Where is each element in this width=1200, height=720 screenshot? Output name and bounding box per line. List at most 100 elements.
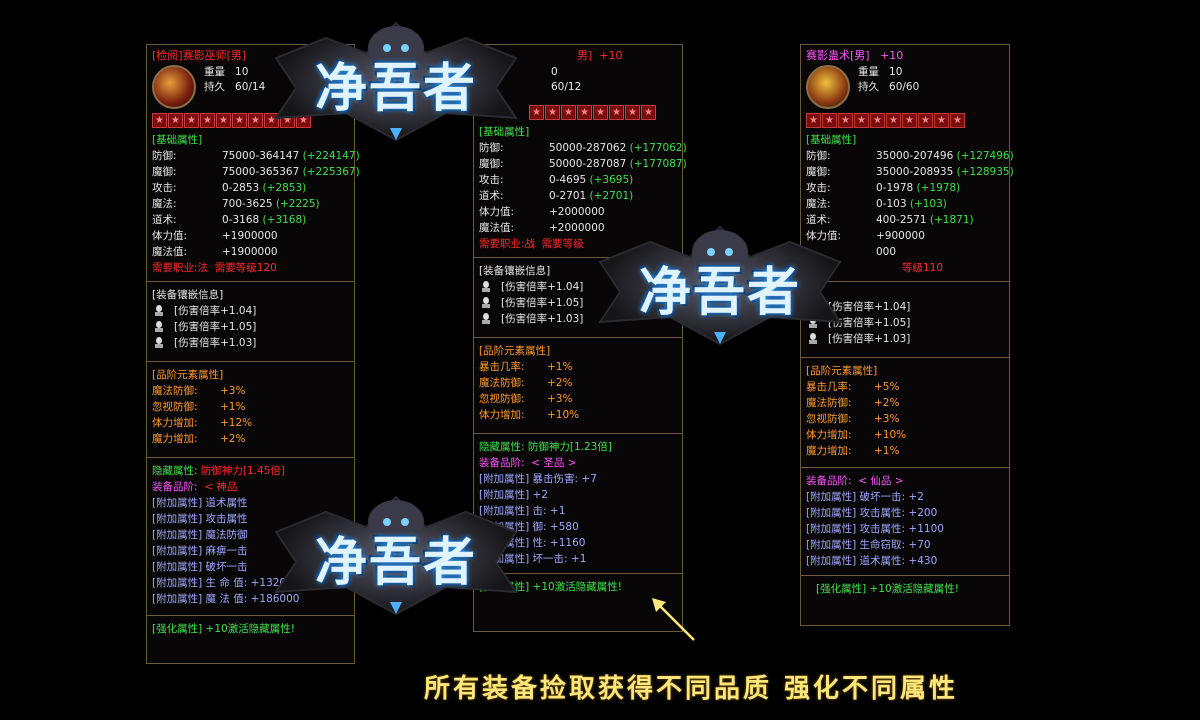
- extra-text: 魔法防御: [205, 529, 248, 541]
- attr-bonus: (+127496): [956, 150, 1014, 162]
- basic-attribute-row: 攻击:0-4695 (+3695): [479, 172, 677, 188]
- element-value: +10%: [874, 429, 907, 441]
- star-icon: ★: [216, 113, 231, 128]
- item-icon[interactable]: [806, 65, 850, 109]
- attr-label: 魔御:: [479, 158, 504, 170]
- star-icon: ★: [184, 113, 199, 128]
- logo-emblem: 净吾者: [266, 492, 526, 617]
- attr-label: 体力值:: [806, 230, 842, 242]
- logo-emblem-art: [598, 225, 842, 346]
- extra-attribute-row: [附加属性] 麻痹一击: [152, 543, 349, 559]
- star-icon: ★: [902, 113, 917, 128]
- weight-label: 重量: [204, 66, 225, 78]
- attr-label: 魔御:: [806, 166, 831, 178]
- element-value: +3%: [547, 393, 573, 405]
- basic-attribute-row: 道术:0-2701 (+2701): [479, 188, 677, 204]
- extra-text: 道术属性: [205, 497, 248, 509]
- element-header: [品阶元素属性]: [806, 365, 878, 377]
- attr-label: 体力值:: [152, 230, 188, 242]
- extra-label: [附加属性]: [806, 523, 857, 535]
- logo-emblem-art: [274, 21, 518, 142]
- inlay-header: [装备镶嵌信息]: [479, 265, 551, 277]
- logo-emblem: 净吾者: [590, 222, 850, 347]
- basic-attribute-row: 道术:0-3168 (+3168): [152, 212, 349, 228]
- extra-text: 破坏一击: +2: [859, 491, 924, 503]
- durability-label: 持久: [858, 81, 879, 93]
- weight-label: 重量: [858, 66, 879, 78]
- logo-emblem-art: [274, 495, 518, 616]
- star-icon: ★: [886, 113, 901, 128]
- attr-bonus: (+1871): [929, 214, 974, 226]
- extra-attribute-row: [附加属性] 攻击属性: [152, 511, 349, 527]
- element-attributes: 魔法防御:+3%忽视防御:+1%体力增加:+12%魔力增加:+2%: [152, 383, 349, 447]
- attr-bonus: (+103): [909, 198, 947, 210]
- gem-icon: [481, 281, 491, 293]
- element-label: 魔法防御:: [479, 377, 525, 389]
- element-value: +12%: [220, 417, 253, 429]
- star-rating: ★★★★★★★★★★: [806, 113, 1004, 128]
- gem-icon: [481, 297, 491, 309]
- attr-label: 攻击:: [152, 182, 177, 194]
- star-icon: ★: [806, 113, 821, 128]
- durability-label: 持久: [204, 81, 225, 93]
- element-value: +2%: [547, 377, 573, 389]
- extra-label: [附加属性]: [152, 561, 203, 573]
- extra-text: 魔 法 值: +186000: [205, 593, 300, 605]
- inlay-text: [伤害倍率+1.03]: [501, 313, 584, 325]
- extra-attribute-row: [附加属性] 道术属性: +430: [806, 553, 1004, 569]
- req-level: 需要等级120: [214, 262, 277, 274]
- inlay-list: [伤害倍率+1.04][伤害倍率+1.05][伤害倍率+1.03]: [152, 303, 349, 351]
- item-plus: +10: [599, 49, 623, 62]
- star-icon: ★: [854, 113, 869, 128]
- basic-attribute-row: 魔御:75000-365367 (+225367): [152, 164, 360, 180]
- item-title: 男]: [577, 49, 593, 62]
- element-label: 体力增加:: [806, 429, 852, 441]
- attr-label: 攻击:: [806, 182, 831, 194]
- element-row: 体力增加:+12%: [152, 415, 349, 431]
- grade-label: 装备品阶:: [806, 475, 852, 487]
- attr-bonus: (+2225): [275, 198, 320, 210]
- basic-attribute-row: 魔法:0-103 (+103): [806, 196, 1004, 212]
- logo-text: 净吾者: [314, 532, 477, 593]
- element-row: 忽视防御: +3%: [806, 411, 1004, 427]
- attr-bonus: (+177062): [629, 142, 687, 154]
- attr-bonus: (+1978): [916, 182, 961, 194]
- extra-attribute-row: [附加属性] 道术属性: [152, 495, 349, 511]
- grade-label: 装备品阶:: [479, 457, 525, 469]
- attr-value: +1900000: [222, 246, 278, 258]
- inlay-row: [伤害倍率+1.03]: [152, 335, 349, 351]
- element-row: 魔力增加:+2%: [152, 431, 349, 447]
- attr-value: 35000-207496: [876, 150, 954, 162]
- basic-attribute-row: 攻击:0-2853 (+2853): [152, 180, 349, 196]
- item-title: 赛影蛊术[男]: [806, 49, 870, 62]
- star-icon: ★: [545, 105, 560, 120]
- inlay-text: [伤害倍率+1.04]: [828, 301, 911, 313]
- star-icon: ★: [152, 113, 167, 128]
- gem-icon: [154, 337, 164, 349]
- inlay-text: [伤害倍率+1.03]: [828, 333, 911, 345]
- basic-attribute-row: 魔御:35000-208935 (+128935): [806, 164, 1014, 180]
- basic-attribute-row: 道术:400-2571 (+1871): [806, 212, 1004, 228]
- attr-label: 防御:: [806, 150, 831, 162]
- attr-bonus: (+3695): [589, 174, 634, 186]
- extra-text: 生 命 值: +132000: [205, 577, 300, 589]
- extra-label: [附加属性]: [152, 513, 203, 525]
- attr-bonus: (+177087): [629, 158, 687, 170]
- extra-label: [附加属性]: [806, 539, 857, 551]
- basic-attribute-row: 体力值:+900000: [806, 228, 1004, 244]
- element-value: +3%: [874, 413, 900, 425]
- element-row: 魔法防御:+3%: [152, 383, 349, 399]
- element-label: 忽视防御:: [152, 401, 198, 413]
- basic-attribute-row: 魔御:50000-287087 (+177087): [479, 156, 687, 172]
- extra-attribute-row: [附加属性] 攻击属性: +200: [806, 505, 1004, 521]
- element-label: 忽视防御:: [479, 393, 525, 405]
- element-label: 忽视防御:: [806, 413, 852, 425]
- extra-attribute-row: [附加属性] 魔 法 值: +186000: [152, 591, 349, 607]
- element-header: [品阶元素属性]: [479, 345, 551, 357]
- extra-attribute-row: [附加属性] 破坏一击: +2: [806, 489, 1004, 505]
- star-icon: ★: [838, 113, 853, 128]
- attr-value: 75000-365367: [222, 166, 300, 178]
- extra-text: 生命窃取: +70: [859, 539, 931, 551]
- inlay-text: [伤害倍率+1.03]: [174, 337, 257, 349]
- item-icon[interactable]: [152, 65, 196, 109]
